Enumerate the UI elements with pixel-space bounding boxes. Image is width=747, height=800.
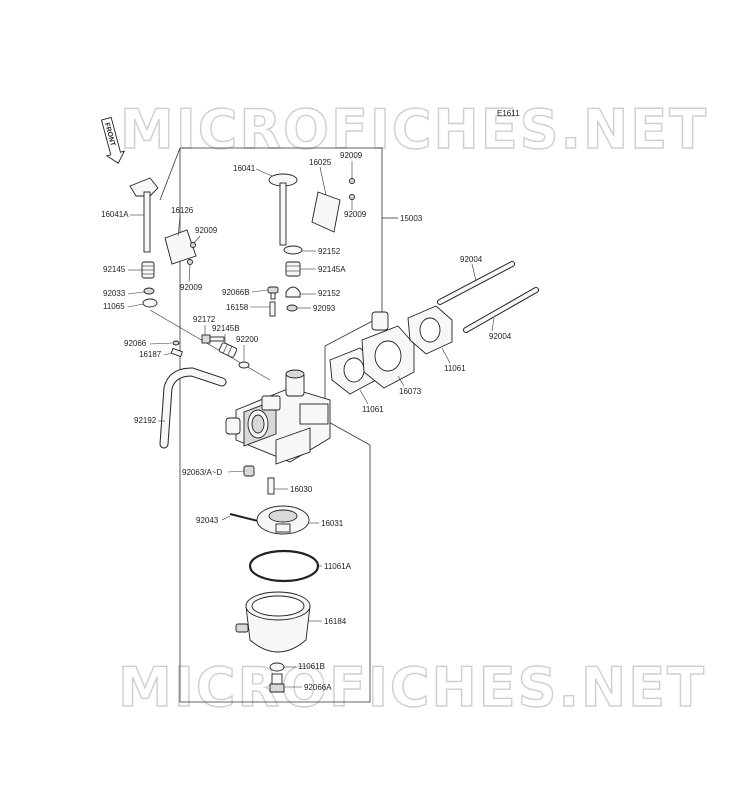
carburetor-body bbox=[225, 369, 331, 465]
label-16187: 16187 bbox=[139, 350, 162, 359]
label-92145B: 92145B bbox=[212, 324, 240, 333]
label-11061-b: 11061 bbox=[444, 364, 466, 373]
stud-92004-b bbox=[463, 287, 539, 333]
label-11061B: 11061B bbox=[298, 662, 325, 671]
washer-11061B bbox=[269, 662, 285, 672]
screw-92066B bbox=[267, 286, 279, 300]
washer-92152-a bbox=[283, 245, 303, 255]
oring-92093 bbox=[286, 304, 298, 312]
label-92152-a: 92152 bbox=[318, 247, 341, 256]
label-92192: 92192 bbox=[134, 416, 157, 425]
spring-92145B bbox=[218, 342, 238, 358]
choke-shaft bbox=[129, 177, 197, 265]
label-92009-b: 92009 bbox=[344, 210, 367, 219]
bolt-92066A bbox=[269, 673, 285, 693]
label-92145: 92145 bbox=[103, 265, 126, 274]
plug-92066 bbox=[172, 340, 180, 346]
washer-92200 bbox=[238, 361, 250, 369]
jet-16030 bbox=[267, 477, 275, 495]
spring-92145A bbox=[285, 261, 301, 277]
label-16031: 16031 bbox=[321, 519, 344, 528]
screw-92172 bbox=[201, 334, 225, 344]
label-16041A: 16041A bbox=[101, 210, 129, 219]
throttle-shaft bbox=[268, 173, 355, 246]
label-16126: 16126 bbox=[171, 206, 194, 215]
stud-92004-a bbox=[437, 261, 515, 305]
label-16158: 16158 bbox=[226, 303, 249, 312]
diagram-code: E1611 bbox=[497, 109, 520, 118]
label-92063: 92063/A~D bbox=[182, 468, 222, 477]
label-92152-b: 92152 bbox=[318, 289, 341, 298]
label-11061A: 11061A bbox=[324, 562, 352, 571]
label-11061-a: 11061 bbox=[362, 405, 384, 414]
float-bowl-16184 bbox=[235, 591, 311, 653]
screw-92063 bbox=[243, 465, 255, 477]
label-16073: 16073 bbox=[399, 387, 422, 396]
label-16030: 16030 bbox=[290, 485, 313, 494]
pin-16158 bbox=[269, 301, 276, 317]
label-92043: 92043 bbox=[196, 516, 219, 525]
label-92172: 92172 bbox=[193, 315, 216, 324]
label-92009-d: 92009 bbox=[180, 283, 203, 292]
spring-92145 bbox=[141, 261, 155, 279]
front-label: FRONT bbox=[103, 122, 116, 148]
label-92004-b: 92004 bbox=[489, 332, 512, 341]
gasket-11061-b bbox=[407, 305, 453, 355]
label-92066B: 92066B bbox=[222, 288, 250, 297]
insulator-16073 bbox=[361, 311, 415, 389]
watermark-bottom: MICROFICHES.NET bbox=[118, 656, 706, 719]
gasket-11061A bbox=[248, 549, 320, 583]
label-16041: 16041 bbox=[233, 164, 256, 173]
label-92066: 92066 bbox=[124, 339, 147, 348]
label-92145A: 92145A bbox=[318, 265, 346, 274]
label-92200: 92200 bbox=[236, 335, 259, 344]
label-92009-a: 92009 bbox=[340, 151, 363, 160]
jet-16187 bbox=[170, 347, 183, 358]
clip-92033 bbox=[143, 287, 155, 295]
label-15003: 15003 bbox=[400, 214, 423, 223]
frame-edge bbox=[159, 147, 181, 201]
label-92066A: 92066A bbox=[304, 683, 332, 692]
watermark-top: MICROFICHES.NET bbox=[120, 98, 708, 161]
label-92004-a: 92004 bbox=[460, 255, 483, 264]
label-92093: 92093 bbox=[313, 304, 336, 313]
float-16031 bbox=[256, 505, 310, 535]
label-92009-c: 92009 bbox=[195, 226, 218, 235]
label-11065: 11065 bbox=[103, 302, 125, 311]
label-16025: 16025 bbox=[309, 158, 332, 167]
seal-11065 bbox=[142, 298, 158, 308]
label-92033: 92033 bbox=[103, 289, 126, 298]
label-16184: 16184 bbox=[324, 617, 347, 626]
seal-92152-b bbox=[285, 286, 301, 298]
